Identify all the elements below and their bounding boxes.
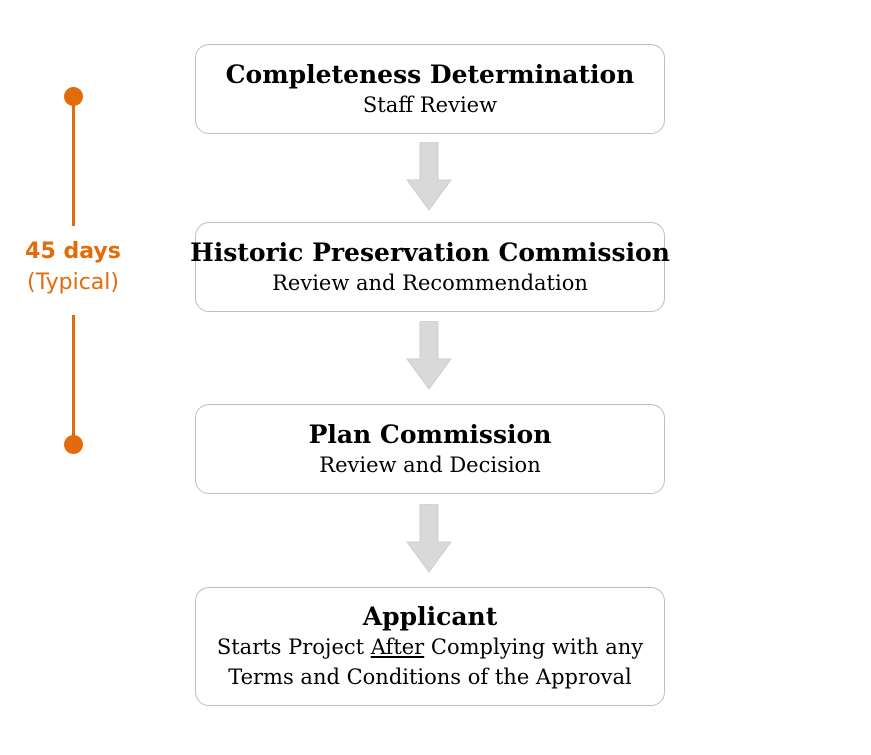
down-arrow-icon [406,142,452,211]
subtitle-text-before: Starts Project [216,635,371,659]
timeline-duration: 45 days [25,239,121,264]
step-title: Applicant [362,602,498,631]
step-subtitle-line-2: Terms and Conditions of the Approval [228,665,632,689]
step-historic-preservation-commission: Historic Preservation Commission Review … [190,222,670,312]
step-title: Completeness Determination [225,59,635,89]
step-subtitle: Staff Review [362,92,498,117]
timeline-duration-note: (Typical) [27,270,119,295]
timeline-line-top [72,96,75,226]
step-subtitle: Review and Decision [319,452,541,477]
timeline-start-dot [64,87,83,106]
step-title: Plan Commission [308,419,552,449]
timeline-line-bottom [72,315,75,445]
step-applicant: Applicant Starts Project After Complying… [195,587,665,706]
step-title: Historic Preservation Commission [190,237,670,267]
step-subtitle: Starts Project After Complying with any … [217,632,643,692]
step-subtitle: Review and Recommendation [272,270,588,295]
step-plan-commission: Plan Commission Review and Decision [195,404,665,494]
subtitle-text-after: Complying with any [424,635,644,659]
step-completeness-determination: Completeness Determination Staff Review [195,44,665,134]
timeline-end-dot [64,435,83,454]
down-arrow-icon [406,321,452,390]
subtitle-emphasis: After [370,635,425,659]
down-arrow-icon [406,504,452,573]
step-subtitle-line-1: Starts Project After Complying with any [217,632,643,662]
